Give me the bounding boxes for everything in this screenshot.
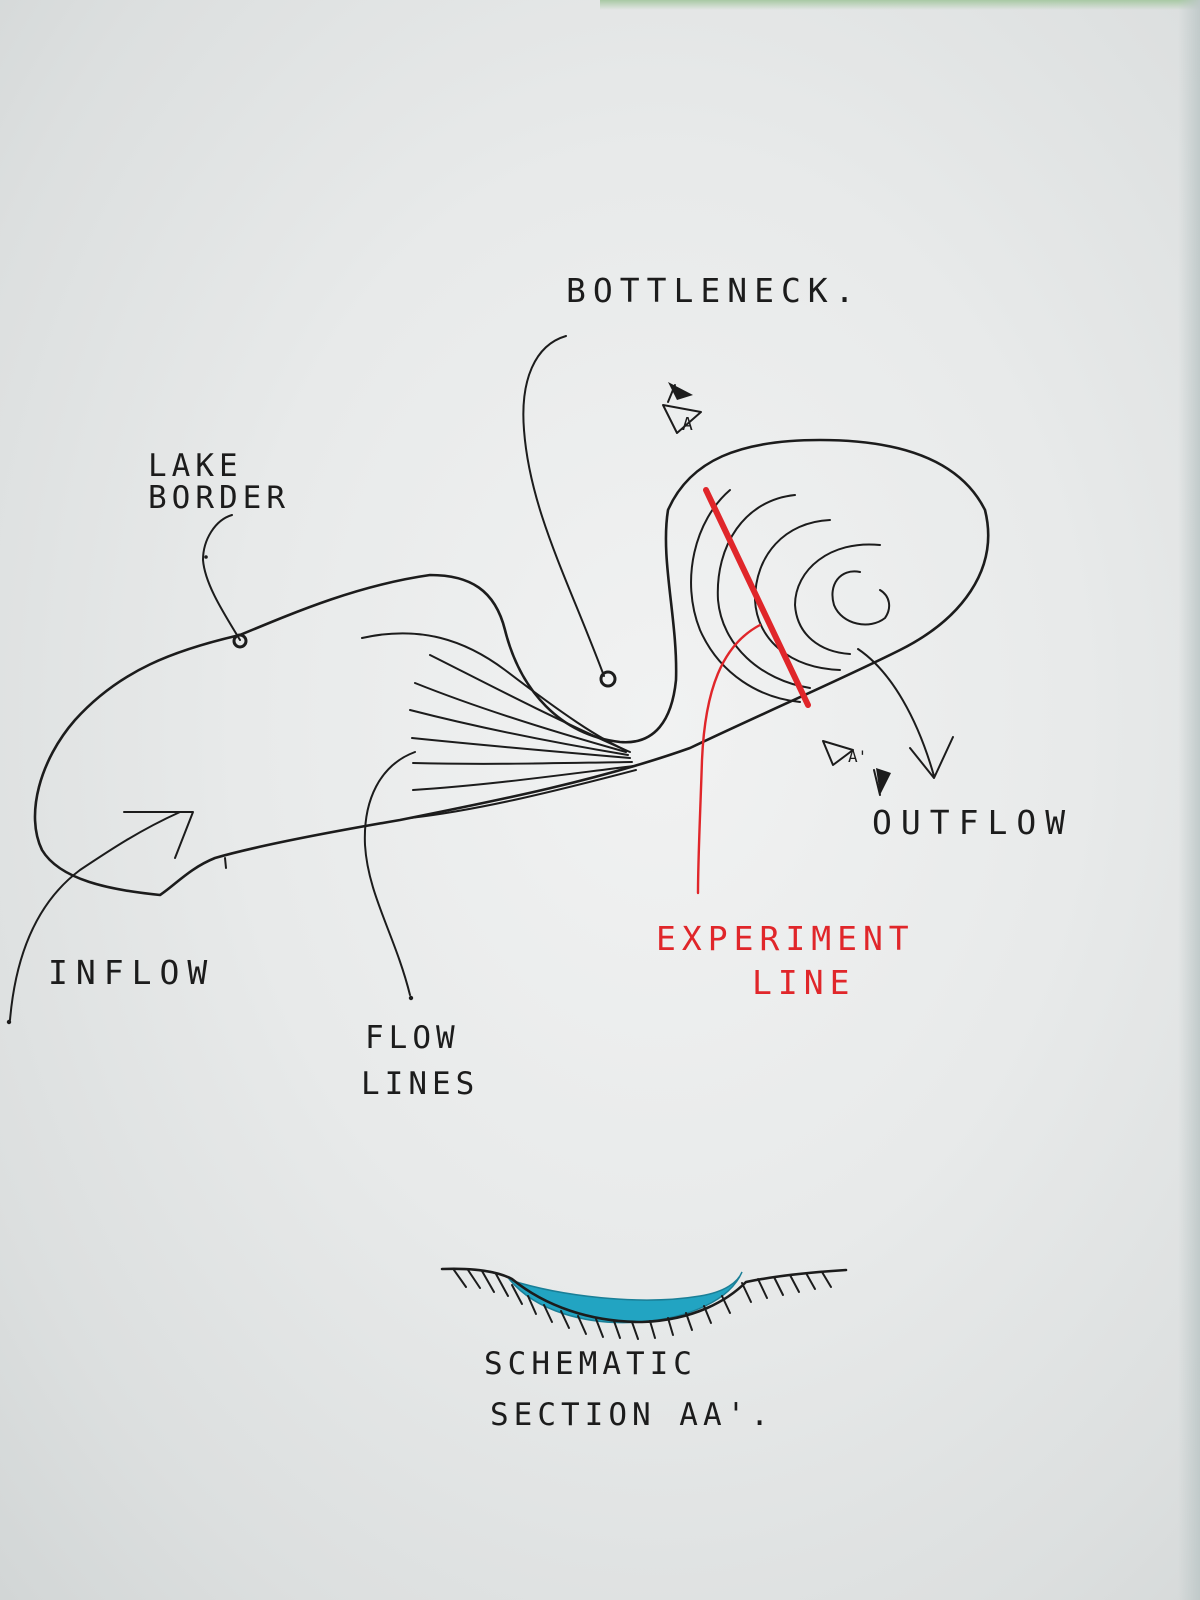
inflow-arrowhead [123,811,194,859]
lake-border-label-line2: BORDER [148,480,290,516]
schematic-section: SCHEMATIC SECTION AA'. [440,1267,848,1433]
outflow-label: OUTFLOW [872,803,1074,842]
outflow-arrow [857,648,954,779]
flow-lines-label-line2: LINES [361,1066,479,1102]
section-marker-a-prime: A' [822,740,891,796]
experiment-line-label-line2: LINE [752,963,855,1002]
bottleneck-dot [599,670,617,688]
flow-lines-leader [363,751,416,996]
lake-border-label-line1: LAKE [148,448,243,484]
flow-lines-dot [408,995,414,1001]
schematic-label-line1: SCHEMATIC [484,1346,697,1382]
flow-lines-label-line1: FLOW [365,1020,460,1056]
background-green-edge [600,0,1200,10]
inflow-tick [224,857,227,869]
svg-text:A': A' [848,747,867,766]
experiment-line [703,487,811,708]
schematic-label-line2: SECTION AA'. [490,1397,774,1433]
section-ground-profile [440,1267,848,1324]
bottleneck-label: BOTTLENECK. [566,271,862,310]
flow-lines [361,632,637,819]
svg-text:A: A [682,414,693,435]
inflow-tail-dot [6,1019,12,1025]
paper-right-shadow [1178,0,1200,1600]
ground-hatching [453,1269,832,1340]
experiment-line-label-line1: EXPERIMENT [656,919,915,958]
lake-border-outline [33,438,990,897]
lake-border-dot [232,633,248,649]
lake-border-mark [204,555,208,559]
lake-border-leader [202,514,241,641]
experiment-line-leader [696,623,762,895]
bottleneck-leader [522,335,605,677]
inflow-arrow [9,811,181,1021]
inflow-label: INFLOW [48,953,215,992]
section-marker-a: A [662,382,702,435]
